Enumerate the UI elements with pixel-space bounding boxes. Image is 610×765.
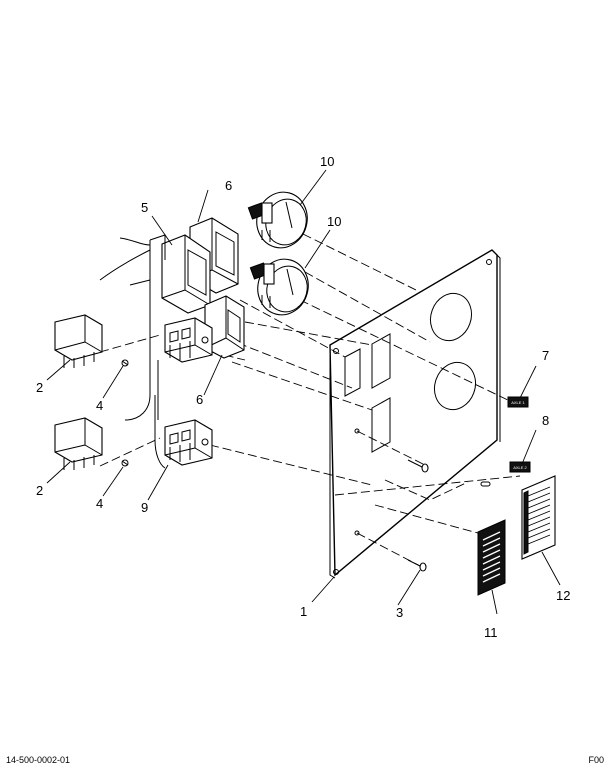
callout-4-upper: 4 — [96, 398, 103, 413]
rocker-switch-left — [129, 234, 211, 320]
gauge-upper — [247, 191, 308, 249]
callout-2-upper: 2 — [36, 380, 43, 395]
callout-5: 5 — [141, 200, 148, 215]
callout-12: 12 — [556, 588, 570, 603]
callout-1: 1 — [300, 604, 307, 619]
drawing-id: 14-500-0002-01 — [6, 755, 71, 765]
callout-3: 3 — [396, 605, 403, 620]
leader-lines — [46, 169, 561, 615]
callout-9: 9 — [141, 500, 148, 515]
gauge-lower — [249, 258, 309, 316]
relay-upper — [54, 314, 103, 368]
panel-screw-middle — [407, 459, 429, 473]
instruction-label-12 — [521, 475, 556, 560]
panel-screw-lower — [407, 559, 427, 572]
callout-6-top: 6 — [225, 178, 232, 193]
callout-7: 7 — [542, 348, 549, 363]
callout-2-lower: 2 — [36, 483, 43, 498]
callout-8: 8 — [542, 413, 549, 428]
instruction-label-11 — [477, 519, 506, 596]
axle-2-decal: AXLE 2 — [509, 461, 531, 473]
axle-1-decal: AXLE 1 — [507, 396, 529, 408]
callout-11: 11 — [484, 625, 498, 640]
page-reference: F00 — [588, 755, 604, 765]
screw-lower — [121, 459, 129, 467]
wire-harness — [99, 237, 166, 469]
mounting-panel — [329, 249, 501, 579]
callout-6-middle: 6 — [196, 392, 203, 407]
screw-upper — [121, 359, 129, 367]
relay-lower — [54, 417, 103, 470]
relay-socket-lower — [164, 419, 213, 466]
axle-1-text: AXLE 1 — [511, 400, 525, 405]
callout-labels: 1 2 2 3 4 4 5 6 6 7 8 9 10 10 11 12 — [36, 154, 570, 640]
callout-4-lower: 4 — [96, 496, 103, 511]
relay-socket-upper — [164, 317, 213, 363]
callout-10-upper: 10 — [320, 154, 334, 169]
callout-10-lower: 10 — [327, 214, 341, 229]
axle-2-text: AXLE 2 — [513, 465, 527, 470]
